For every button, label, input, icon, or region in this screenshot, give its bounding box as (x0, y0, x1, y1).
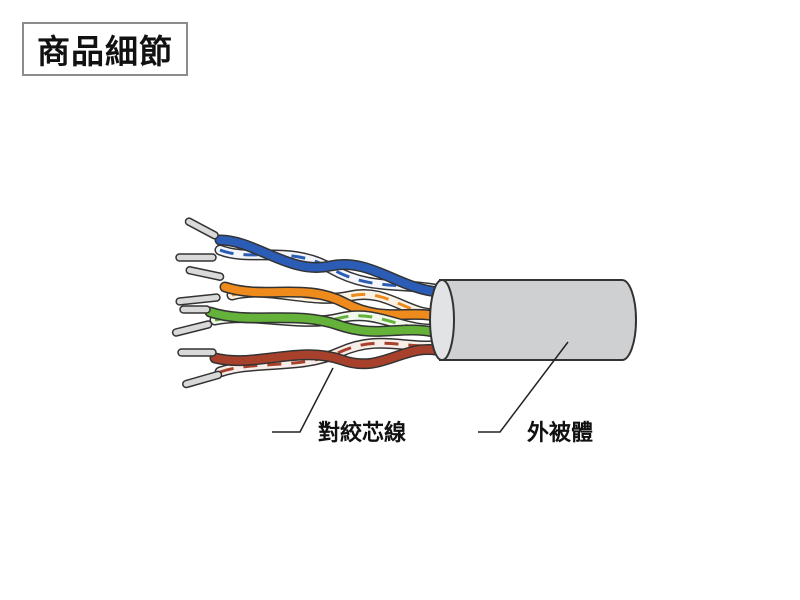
copper-conductors (171, 217, 225, 389)
brown-twisted-pair (209, 337, 451, 378)
outer-jacket (429, 279, 637, 361)
page-title: 商品細節 (22, 22, 188, 76)
jacket-leader (478, 341, 569, 433)
green-twisted-pair (204, 306, 451, 341)
twisted-pair-leader (272, 367, 334, 433)
jacket-label: 外被體 (527, 421, 594, 446)
orange-twisted-pair (219, 281, 451, 324)
twisted-pair-label: 對絞芯線 (318, 421, 407, 446)
callout-leaders (272, 341, 569, 433)
blue-twisted-pair (214, 234, 446, 298)
